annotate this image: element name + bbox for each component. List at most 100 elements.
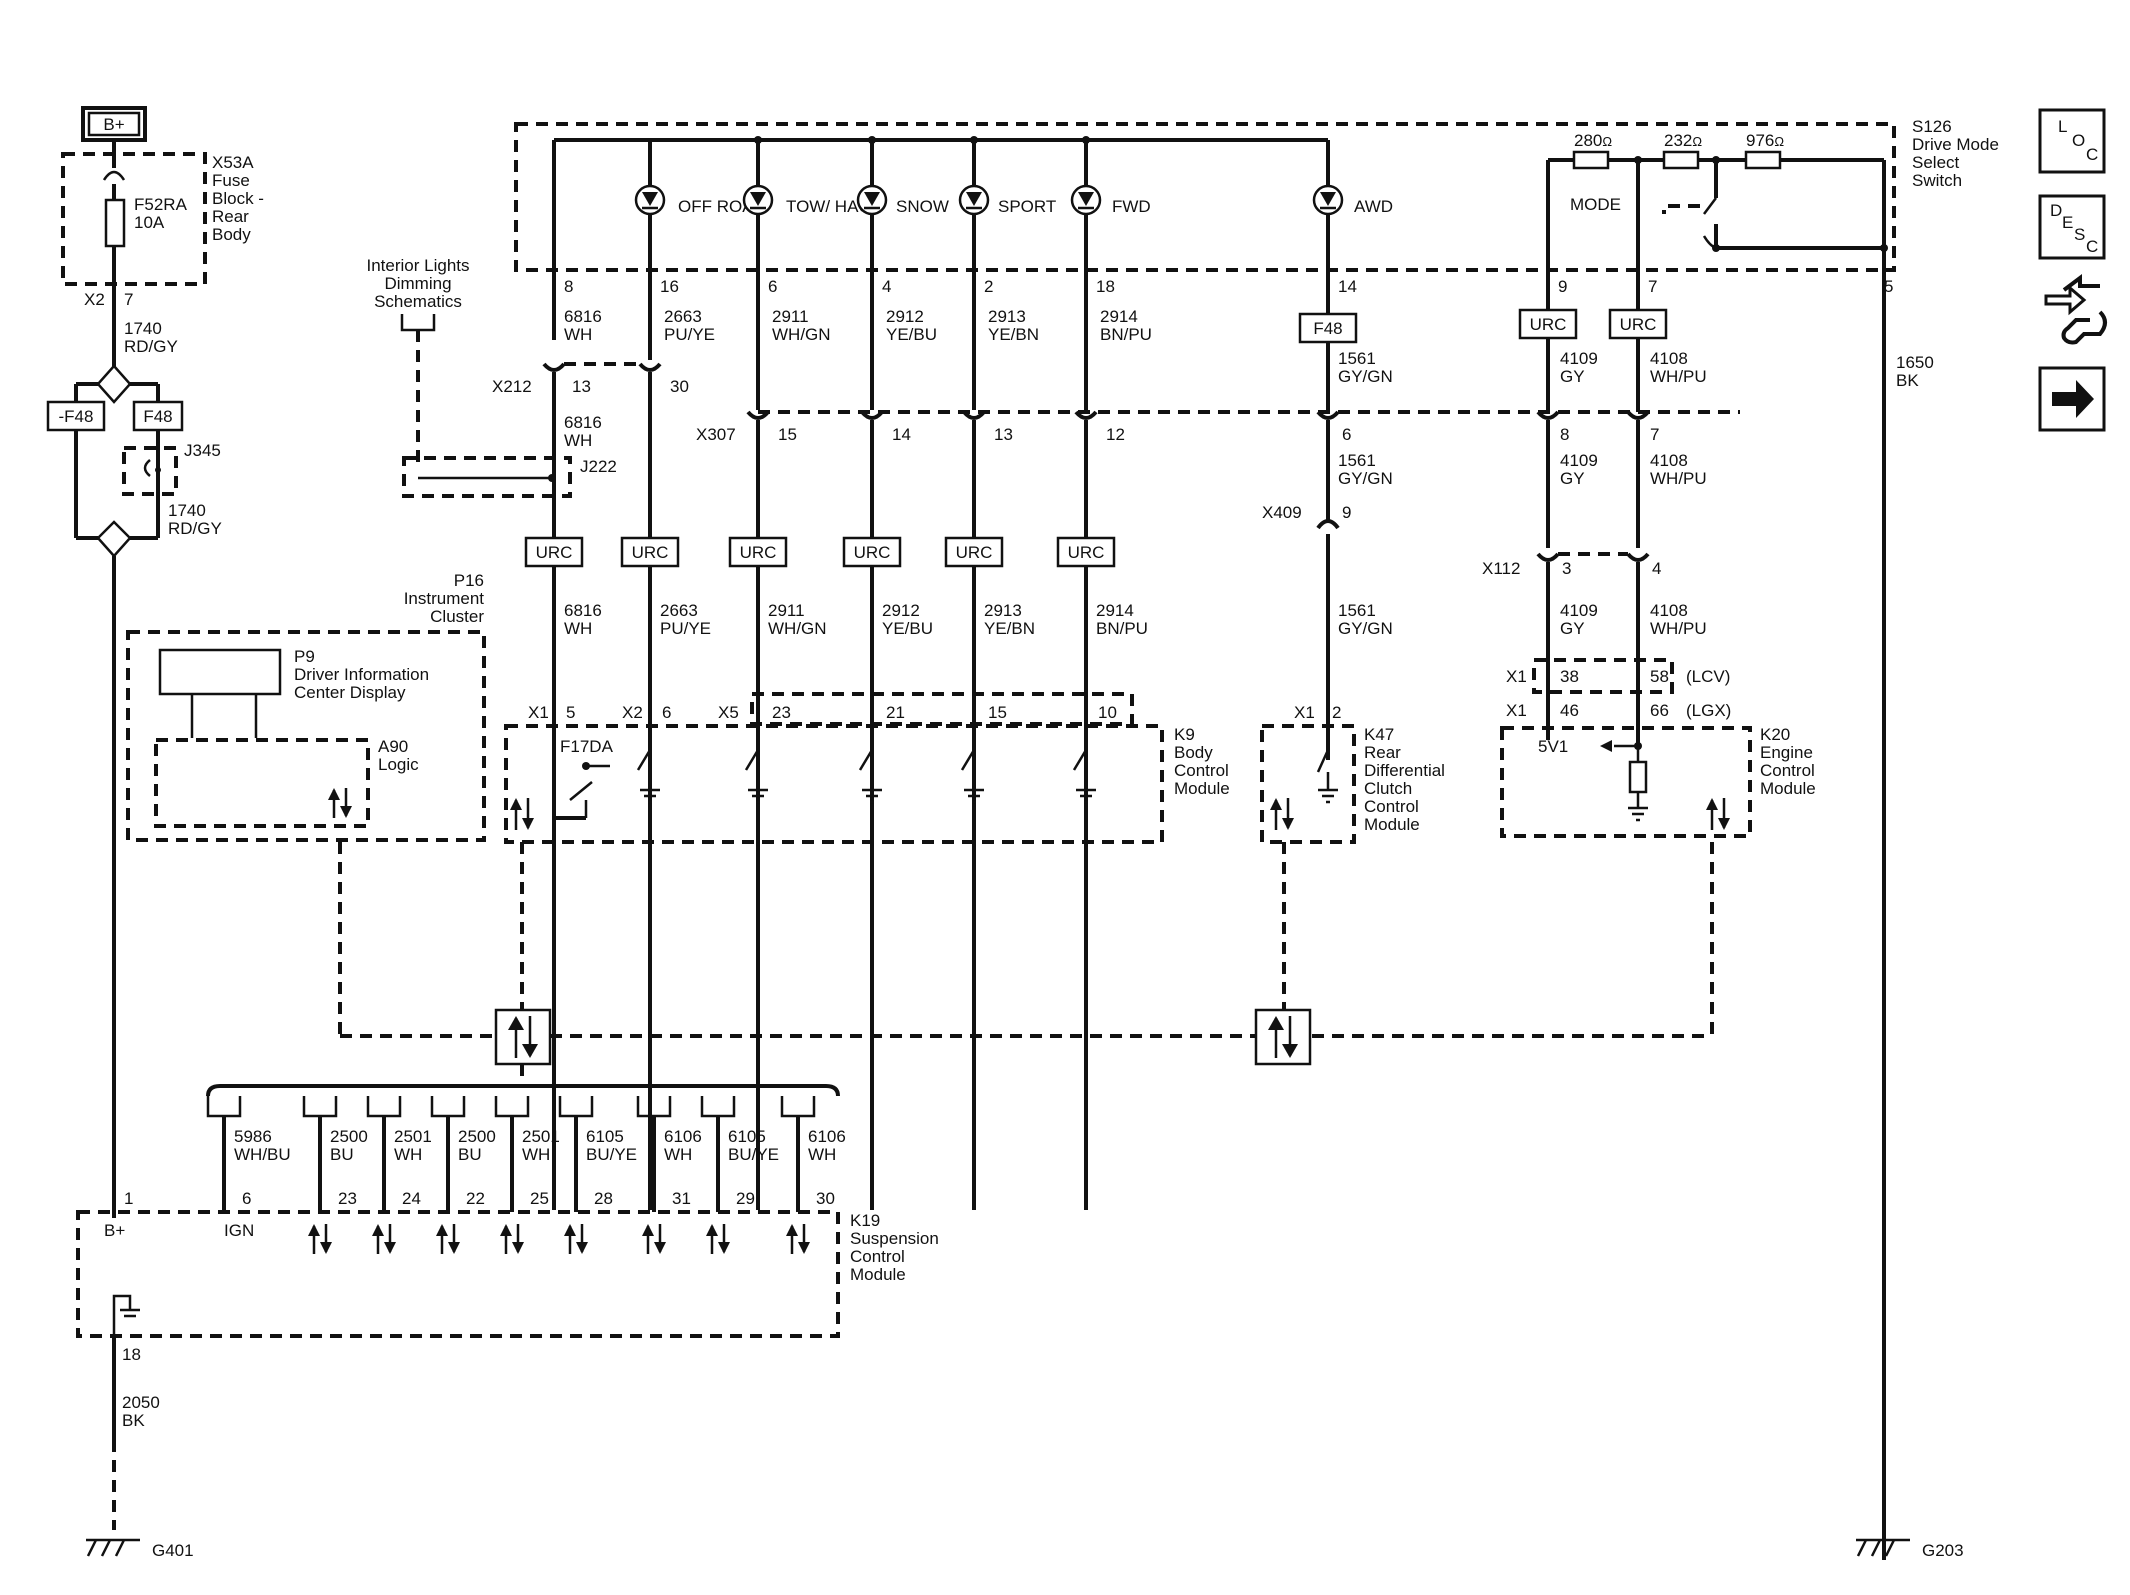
fuse-pin: 7 (124, 290, 133, 309)
ecm1-low-circuit: 4108 (1650, 601, 1688, 620)
urc-col0: URC (536, 543, 573, 562)
urc-ecm1: URC (1620, 315, 1657, 334)
urc-col1: URC (632, 543, 669, 562)
x112-pin-3: 3 (1562, 559, 1571, 578)
x307-pin-13: 13 (994, 425, 1013, 444)
ecm1-mid-color: WH/PU (1650, 469, 1707, 488)
rdcm-name-5: Module (1364, 815, 1420, 834)
dimming-line-3: Schematics (374, 292, 462, 311)
lgx-pin-66: 66 (1650, 701, 1669, 720)
scm-pin-group: 5986WH/BU62500BU232501WH242500BU222501WH… (206, 1096, 846, 1254)
next-page-button[interactable] (2038, 366, 2106, 432)
scm-ref: K19 (850, 1211, 880, 1230)
ecm1-mid-circuit: 4108 (1650, 451, 1688, 470)
scm-pin-circuit: 6105 (728, 1127, 766, 1146)
scm-pin-number: 6 (242, 1189, 251, 1208)
scm-pin-number: 25 (530, 1189, 549, 1208)
switch-name-2: Select (1912, 153, 1960, 172)
rdcm-name-4: Control (1364, 797, 1419, 816)
rdcm-x1: X1 (1294, 703, 1315, 722)
scm-arrow-down-head (384, 1242, 396, 1254)
description-button[interactable]: D E S C (2038, 194, 2106, 260)
dic-name-1: Driver Information (294, 665, 429, 684)
col4-top-pin: 2 (984, 277, 993, 296)
bcm-x5: X5 (718, 703, 739, 722)
power-feed: B+ F52RA 10A X53A Fuse Block - Rear Body… (46, 106, 264, 1218)
bcm-ground-switches (636, 749, 1096, 804)
awd-mid-circuit: 1561 (1338, 451, 1376, 470)
x307-pin-12: 12 (1106, 425, 1125, 444)
bcm-relay: F17DA (560, 737, 614, 756)
splice-pack-left (494, 1008, 552, 1066)
scm-pin-circuit: 2500 (330, 1127, 368, 1146)
ecm0-low-color: GY (1560, 619, 1585, 638)
ecm1-color: WH/PU (1650, 367, 1707, 386)
logic-ref: A90 (378, 737, 408, 756)
x409-pin: 9 (1342, 503, 1351, 522)
dic-ref: P9 (294, 647, 315, 666)
desc-c: C (2086, 237, 2098, 256)
scm-gnd-pin: 18 (122, 1345, 141, 1364)
col0-color: WH (564, 325, 592, 344)
col2-low-circuit: 2911 (768, 601, 805, 620)
x212-pin-13: 13 (572, 377, 591, 396)
instrument-cluster: P16 Instrument Cluster P9 Driver Informa… (126, 571, 486, 842)
scm-arrow-down-head (654, 1242, 666, 1254)
lower-circuits: 6816 WH 2663 PU/YE 2911 WH/GN 2912 YE/BU… (564, 601, 1148, 638)
scm-pin-color: BU (458, 1145, 482, 1164)
x112-pin-4: 4 (1652, 559, 1661, 578)
dimming-reference[interactable]: Interior Lights Dimming Schematics J222 (367, 256, 617, 498)
awd-circuit: 1561 (1338, 349, 1376, 368)
col5-color: BN/PU (1100, 325, 1152, 344)
scm-pin-circuit: 6105 (586, 1127, 624, 1146)
scm-connector-cavity (302, 1096, 338, 1118)
location-button[interactable]: L O C (2038, 108, 2106, 174)
led-sport: SPORT (998, 197, 1056, 216)
scm-bplus: B+ (104, 1221, 125, 1240)
ecm1-low-color: WH/PU (1650, 619, 1707, 638)
col3-low-color: YE/BU (882, 619, 933, 638)
ecm0-mid-color: GY (1560, 469, 1585, 488)
rdcm-ref: K47 (1364, 725, 1394, 744)
loc-c: C (2086, 145, 2098, 164)
col0-mid-circuit: 6816 (564, 413, 602, 432)
scm-arrow-down-head (448, 1242, 460, 1254)
arrow-right-icon (2052, 380, 2094, 418)
ecm0-circuit: 4109 (1560, 349, 1598, 368)
col2-color: WH/GN (772, 325, 831, 344)
jumper-ref: J345 (184, 441, 221, 460)
bcm-pin-21: 21 (886, 703, 905, 722)
scm-bplus-pin: 1 (124, 1189, 133, 1208)
scm-arrow-down-head (576, 1242, 588, 1254)
rdcm-name-3: Clutch (1364, 779, 1412, 798)
scm-connector-cavity (780, 1096, 816, 1118)
scm-arrow-down-head (320, 1242, 332, 1254)
scm-arrow-up-head (308, 1224, 320, 1236)
ecm1-circuit: 4108 (1650, 349, 1688, 368)
col0-top-pin: 8 (564, 277, 573, 296)
connector-wrench-icon[interactable] (2044, 274, 2107, 345)
col3-color: YE/BU (886, 325, 937, 344)
scm-pin-circuit: 6106 (664, 1127, 702, 1146)
col1-top-pin: 16 (660, 277, 679, 296)
scm-pin-circuit: 5986 (234, 1127, 272, 1146)
scm-pin-color: BU (330, 1145, 354, 1164)
led-columns: 8 6816 WH OFF ROAD TOW/ HAUL SNOW SPORT … (552, 136, 1393, 410)
drive-mode-select-switch: S126 Drive Mode Select Switch 5 MODE 280… (514, 117, 1999, 1560)
col0-circuit: 6816 (564, 307, 602, 326)
scm-arrow-up-head (564, 1224, 576, 1236)
rdcm-name-1: Rear (1364, 743, 1401, 762)
scm-pin-number: 30 (816, 1189, 835, 1208)
col4-low-circuit: 2913 (984, 601, 1022, 620)
wire-mid-circuit: 1740 (168, 501, 206, 520)
awd-low-circuit: 1561 (1338, 601, 1376, 620)
switch-pin-5: 5 (1884, 277, 1893, 296)
loc-o: O (2072, 131, 2085, 150)
bcm-pin-6: 6 (662, 703, 671, 722)
cluster-ref: P16 (454, 571, 484, 590)
engine-control-module: 9 7 URC URC 4109 GY 4108 WH/PU 4109 GY 4… (1482, 277, 1816, 838)
scm-pin-number: 22 (466, 1189, 485, 1208)
fuse-rating: 10A (134, 213, 165, 232)
ecm-name-2: Control (1760, 761, 1815, 780)
